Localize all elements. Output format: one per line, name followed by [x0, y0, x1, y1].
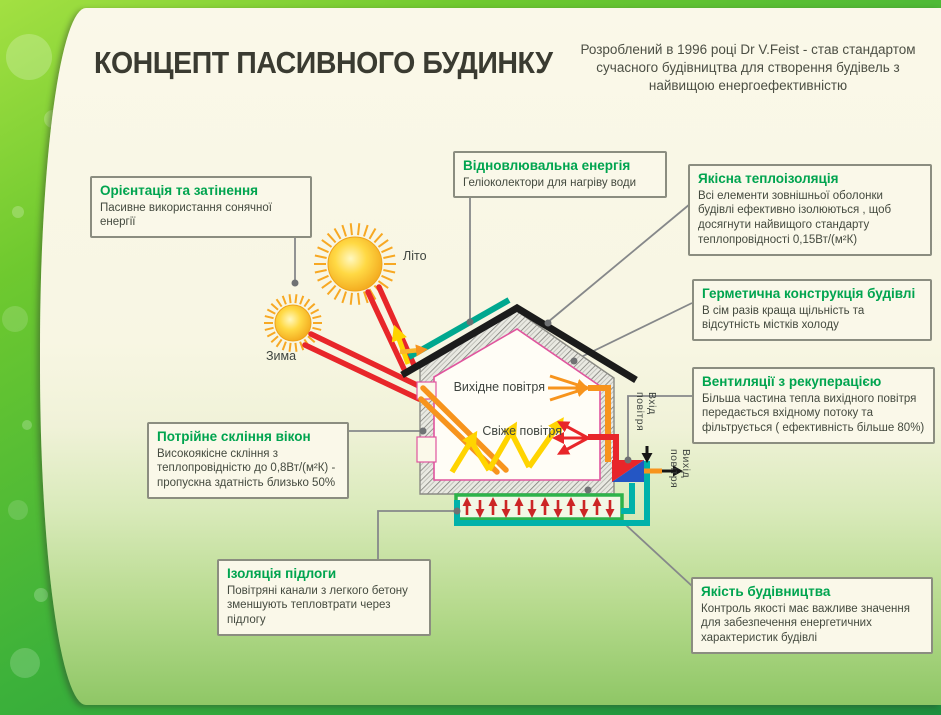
label-summer: Літо	[403, 249, 427, 263]
callout-body: В сім разів краща щільність та відсутніс…	[702, 304, 865, 332]
callout-body: Геліоколектори для нагріву води	[463, 176, 637, 189]
label-fresh-air: Свіже повітря	[482, 424, 562, 438]
callout-title: Відновлювальна енергія	[463, 158, 631, 173]
label-exhaust-air: Вихідне повітря	[453, 380, 545, 394]
callout-ventilation-recuperation: Вентиляції з рекуперацією Більша частина…	[692, 367, 935, 445]
sun-winter-icon	[264, 294, 322, 352]
callout-title: Потрійне скління вікон	[157, 429, 311, 444]
callout-body: Всі елементи зовнішньої оболонки будівлі…	[698, 189, 892, 247]
window-lower	[416, 436, 437, 463]
channel-heat-arrows	[462, 497, 615, 518]
bokeh-circle	[22, 420, 32, 430]
callout-renewable-energy: Відновлювальна енергія Геліоколектори дл…	[453, 151, 667, 199]
callout-body: Контроль якості має важливе значення для…	[701, 602, 910, 645]
sun-beams	[302, 284, 424, 402]
bokeh-circle	[10, 648, 40, 678]
callout-floor-insulation: Ізоляція підлоги Повітряні канали з легк…	[217, 559, 431, 637]
callout-insulation: Якісна теплоізоляція Всі елементи зовніш…	[688, 164, 932, 257]
callout-title: Якісна теплоізоляція	[698, 171, 839, 186]
label-air-in: Вхід повітря	[634, 392, 658, 432]
callout-title: Орієнтація та затінення	[100, 183, 259, 198]
callout-title: Якість будівництва	[701, 584, 831, 599]
bokeh-circle	[8, 500, 28, 520]
callout-body: Більша частина тепла вихідного повітря п…	[702, 392, 925, 435]
callout-body: Пасивне використання сонячної енергії	[100, 201, 272, 229]
page-title: КОНЦЕПТ ПАСИВНОГО БУДИНКУ	[94, 45, 553, 80]
callout-title: Ізоляція підлоги	[227, 566, 337, 581]
roof-overhang	[400, 303, 638, 383]
callout-airtight-construction: Герметична конструкція будівлі В сім раз…	[692, 279, 932, 342]
reflected-rays	[391, 324, 428, 365]
bokeh-circle	[6, 34, 52, 80]
page-subtitle: Розроблений в 1996 році Dr V.Feist - ста…	[580, 42, 916, 93]
callout-title: Герметична конструкція будівлі	[702, 286, 916, 301]
label-air-out: Вихід повітря	[668, 449, 692, 489]
heat-exchanger	[612, 460, 644, 482]
callout-triple-glazing: Потрійне скління вікон Високоякісне склі…	[147, 422, 349, 500]
sun-summer-icon	[314, 223, 396, 305]
leader-dots	[291, 279, 632, 515]
bokeh-circle	[12, 206, 24, 218]
callout-construction-quality: Якість будівництва Контроль якості має в…	[691, 577, 933, 655]
air-io	[641, 446, 683, 477]
callout-body: Повітряні канали з легкого бетону зменшу…	[227, 584, 408, 627]
callout-orientation: Орієнтація та затінення Пасивне використ…	[90, 176, 312, 239]
bokeh-circle	[34, 588, 48, 602]
callout-body: Високоякісне скління з теплопровідністю …	[157, 447, 336, 490]
fresh-air-arrows	[552, 421, 619, 461]
callout-title: Вентиляції з рекуперацією	[702, 374, 882, 389]
label-winter: Зима	[266, 349, 297, 363]
bokeh-circle	[2, 306, 28, 332]
